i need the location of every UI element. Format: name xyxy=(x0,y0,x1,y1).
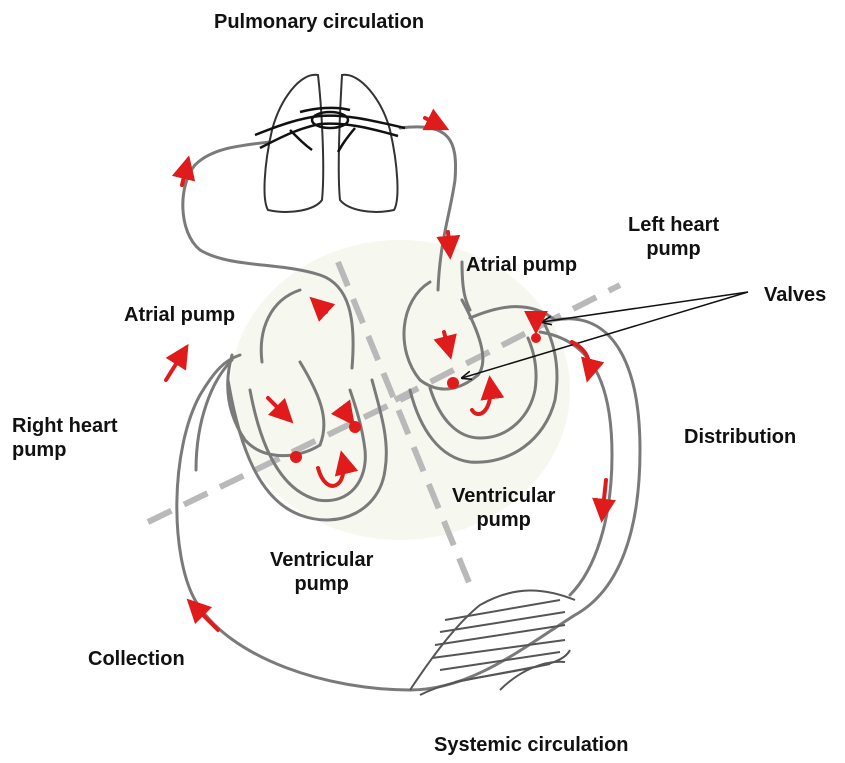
label-atrial-pump-right: Atrial pump xyxy=(124,303,235,327)
systemic-capillaries xyxy=(410,590,575,695)
valve-aortic xyxy=(531,333,541,343)
arrow-venous-return xyxy=(166,348,186,380)
label-atrial-pump-left: Atrial pump xyxy=(466,253,577,277)
arrow-collection xyxy=(190,602,218,630)
valve-mitral xyxy=(447,377,459,389)
label-systemic-circulation: Systemic circulation xyxy=(434,733,629,757)
label-ventricular-pump-left: Ventricular pump xyxy=(452,484,555,533)
label-right-heart-pump: Right heart pump xyxy=(12,414,118,463)
lung-left xyxy=(265,75,324,212)
arrow-pulmonary-vein xyxy=(448,232,450,255)
label-pulmonary-circulation: Pulmonary circulation xyxy=(214,10,424,34)
label-ventricular-pump-right: Ventricular pump xyxy=(270,548,373,597)
lung-right xyxy=(339,75,398,212)
valve-tricuspid xyxy=(290,451,302,463)
label-collection: Collection xyxy=(88,647,185,671)
lungs xyxy=(265,75,398,212)
label-left-heart-pump: Left heart pump xyxy=(628,213,719,262)
label-distribution: Distribution xyxy=(684,425,796,449)
arrow-distribution xyxy=(602,480,606,518)
label-valves: Valves xyxy=(764,283,826,307)
